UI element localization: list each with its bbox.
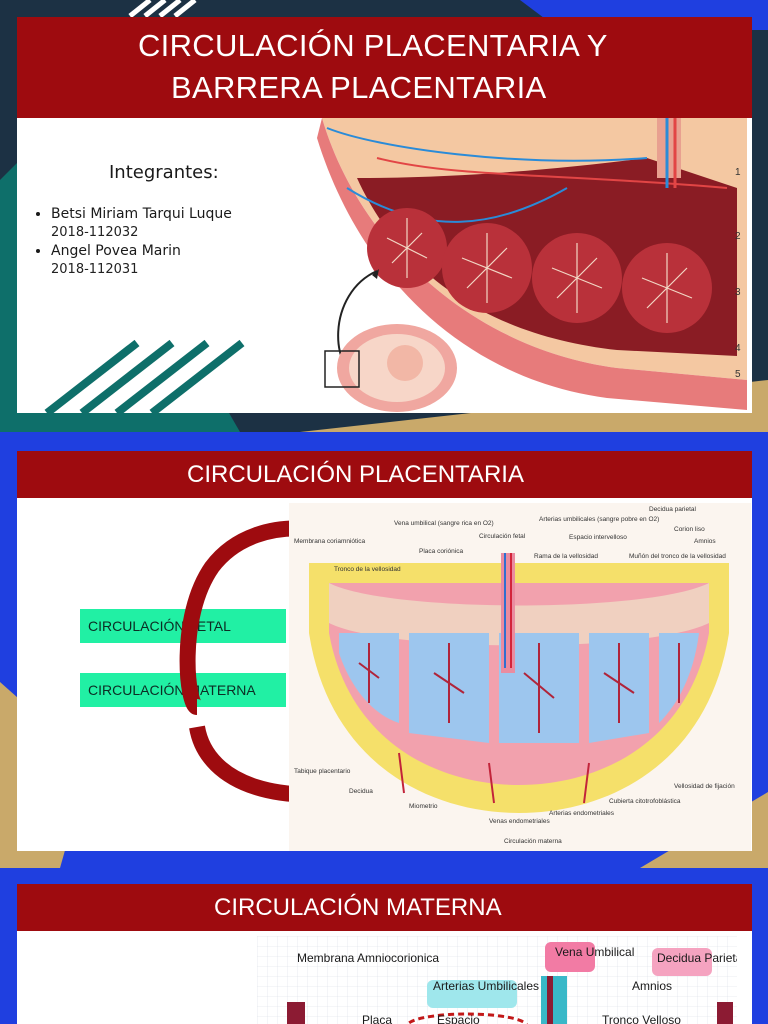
members-block: Integrantes: Betsi Miriam Tarqui Luque 2…: [31, 162, 311, 279]
svg-text:Rama de la vellosidad: Rama de la vellosidad: [534, 553, 598, 560]
slide-2-title: CIRCULACIÓN PLACENTARIA: [187, 461, 524, 488]
svg-text:Decidua: Decidua: [349, 788, 373, 795]
member-item: Betsi Miriam Tarqui Luque 2018-112032: [51, 205, 311, 242]
svg-text:Circulación fetal: Circulación fetal: [479, 533, 526, 540]
diagram-number: 5: [735, 369, 741, 380]
diagram-number: 2: [735, 231, 741, 242]
label-vena: Vena Umbilical: [555, 945, 634, 959]
slide-1-title-line2: BARRERA PLACENTARIA: [171, 70, 547, 105]
diagram-number: 4: [735, 343, 741, 354]
placental-circulation-diagram: Membrana coriamniótica Vena umbilical (s…: [289, 503, 751, 851]
label-amnios: Amnios: [632, 979, 672, 993]
slide-2: CIRCULACIÓN PLACENTARIA CIRCULACIÓN FETA…: [17, 451, 752, 851]
svg-text:Vena umbilical (sangre rica en: Vena umbilical (sangre rica en O2): [394, 520, 494, 527]
label-tronco: Tronco Velloso: [602, 1013, 681, 1024]
slide-1: CIRCULACIÓN PLACENTARIA Y BARRERA PLACEN…: [17, 17, 752, 413]
slide-1-title-bar: CIRCULACIÓN PLACENTARIA Y BARRERA PLACEN…: [17, 17, 752, 118]
label-espacio: Espacio: [437, 1013, 480, 1024]
svg-text:Placa coriónica: Placa coriónica: [419, 548, 463, 555]
svg-text:Membrana coriamniótica: Membrana coriamniótica: [294, 538, 366, 545]
label-arterias: Arterias Umbilicales: [433, 979, 539, 993]
svg-text:Circulación materna: Circulación materna: [504, 838, 562, 845]
svg-text:Tronco de la vellosidad: Tronco de la vellosidad: [334, 566, 401, 573]
slide-2-title-bar: CIRCULACIÓN PLACENTARIA: [17, 451, 752, 498]
diagram-number: 1: [735, 167, 741, 178]
members-list: Betsi Miriam Tarqui Luque 2018-112032 An…: [31, 205, 311, 279]
svg-text:Cubierta citotrofoblástica: Cubierta citotrofoblástica: [609, 798, 681, 805]
svg-text:Tabique placentario: Tabique placentario: [294, 768, 351, 775]
svg-text:Venas endometriales: Venas endometriales: [489, 818, 550, 825]
decorative-stripes: [44, 339, 245, 413]
maternal-circulation-label: CIRCULACIÓN MATERNA: [80, 673, 286, 707]
diagram-number: 3: [735, 287, 741, 298]
integrantes-heading: Integrantes:: [109, 162, 219, 183]
slide-3: CIRCULACIÓN MATERNA Membrana Amniocorion…: [17, 884, 752, 1024]
slide-1-title-line1: CIRCULACIÓN PLACENTARIA Y: [138, 28, 608, 63]
svg-text:Arterias endometriales: Arterias endometriales: [549, 810, 615, 817]
maternal-circulation-sketch: Membrana Amniocorionica Vena Umbilical D…: [257, 936, 737, 1024]
slide-3-title-bar: CIRCULACIÓN MATERNA: [17, 884, 752, 931]
fetus-inset-illustration: [324, 269, 457, 412]
svg-text:Decidua parietal: Decidua parietal: [649, 506, 697, 513]
label-membrana: Membrana Amniocorionica: [297, 951, 439, 965]
member-item: Angel Povea Marin 2018-112031: [51, 242, 311, 279]
svg-text:Amnios: Amnios: [694, 538, 716, 545]
svg-text:Espacio intervelloso: Espacio intervelloso: [569, 534, 627, 541]
svg-text:Vellosidad de fijación: Vellosidad de fijación: [674, 783, 735, 790]
label-placa: Placa: [362, 1013, 392, 1024]
slide-3-title: CIRCULACIÓN MATERNA: [214, 894, 502, 921]
svg-text:Arterias umbilicales (sangre p: Arterias umbilicales (sangre pobre en O2…: [539, 516, 659, 523]
placenta-cross-section-diagram: 1 2 3 4 5: [317, 118, 747, 410]
svg-text:Miometrio: Miometrio: [409, 803, 438, 810]
svg-text:Corion liso: Corion liso: [674, 526, 705, 533]
label-decidua: Decidua Parietal: [657, 951, 737, 965]
svg-text:Muñón del tronco de la vellosi: Muñón del tronco de la vellosidad: [629, 553, 726, 560]
